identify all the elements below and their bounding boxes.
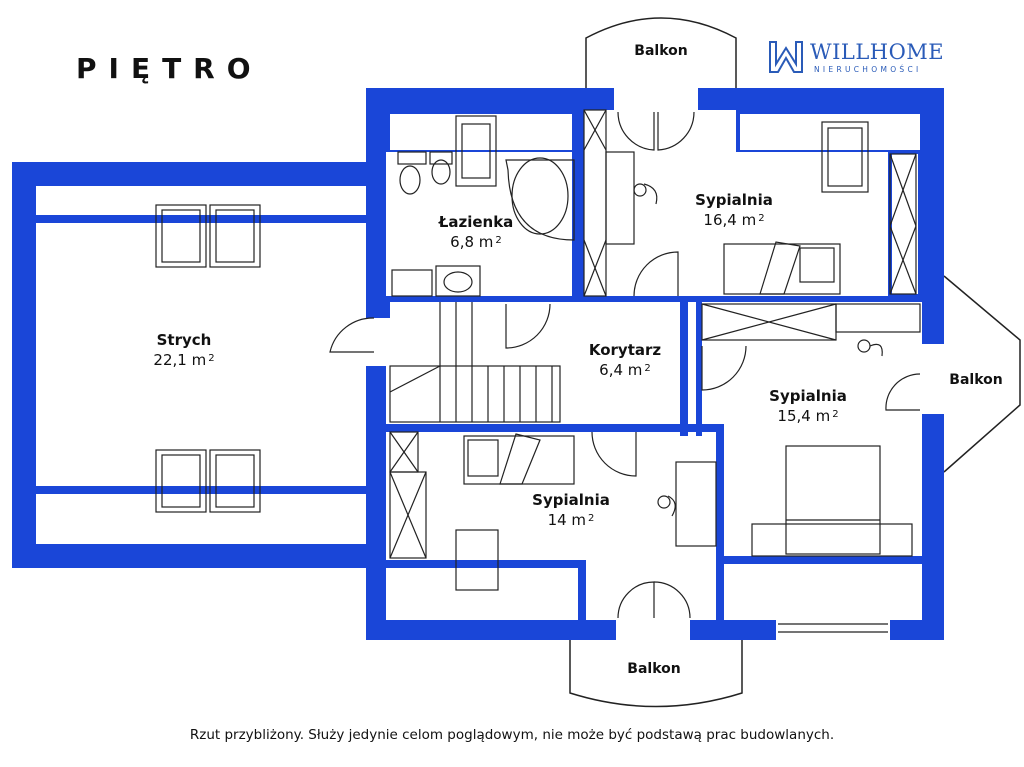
room-name: Korytarz — [588, 341, 662, 359]
brand-logo: WILLHOME NIERUCHOMOŚCI — [766, 38, 966, 78]
fixtures — [155, 109, 921, 633]
balcony-label-right: Balkon — [949, 372, 1003, 388]
brand-name: WILLHOME — [810, 40, 945, 64]
attic-walls — [12, 162, 378, 568]
balcony-label-bottom: Balkon — [627, 661, 681, 677]
w-logo-icon — [769, 41, 803, 73]
room-name: Sypialnia — [695, 191, 773, 209]
room-name: Sypialnia — [532, 491, 610, 509]
balcony-label-top: Balkon — [634, 43, 688, 59]
page-title: PIĘTRO — [76, 52, 263, 85]
disclaimer-note: Rzut przybliżony. Służy jedynie celom po… — [189, 727, 835, 743]
balcony-bottom-outline — [569, 640, 743, 708]
room-name: Sypialnia — [769, 387, 847, 405]
openings — [364, 88, 946, 642]
balcony-right-outline — [943, 275, 1021, 473]
balconies — [569, 17, 1021, 708]
room-name: Łazienka — [438, 213, 514, 231]
brand-subtitle: NIERUCHOMOŚCI — [814, 65, 922, 74]
balcony-top-outline — [585, 17, 737, 88]
room-name: Strych — [156, 331, 212, 349]
